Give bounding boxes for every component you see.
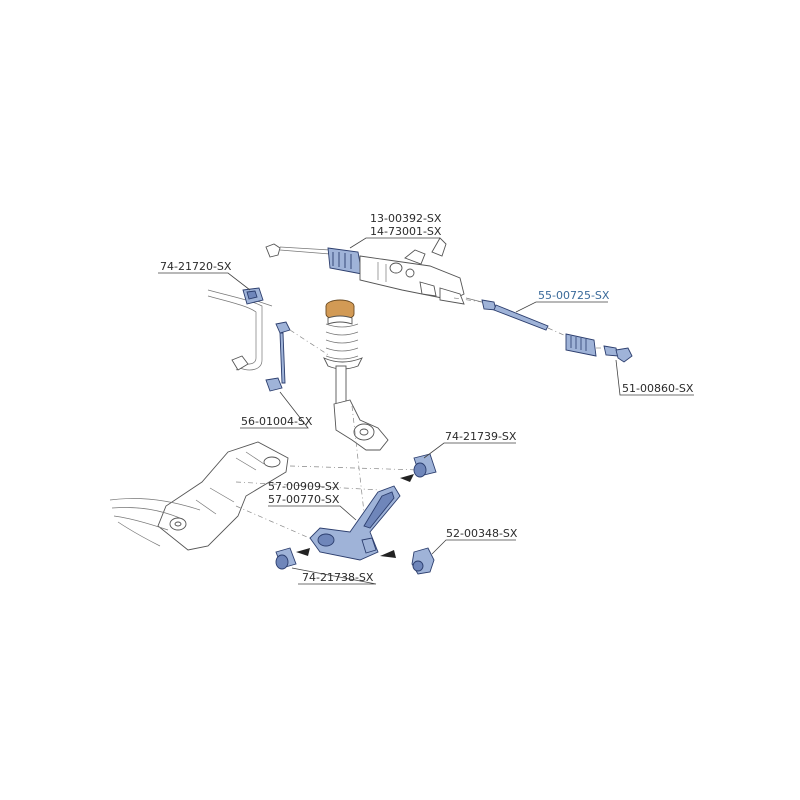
arm-bushing-rear [413,453,437,478]
leader-rack [349,237,440,249]
label-stab-bushing: 74-21720-SX [160,260,232,273]
arrow-rear-bushing [400,474,414,482]
label-front-bushing: 74-21738-SX [302,571,374,584]
label-control-arm-2: 57-00770-SX [268,493,340,506]
steering-rack [265,237,483,305]
lower-control-arm [309,485,401,561]
leader-tie-rod-inner [515,301,608,313]
steering-boot [565,333,597,357]
label-tie-rod-end: 51-00860-SX [622,382,694,395]
leader-control-arm [268,505,357,521]
inner-tie-rod [481,299,549,331]
stabilizer-bushing [242,287,264,305]
label-stab-link: 56-01004-SX [241,415,313,428]
label-rack-2: 14-73001-SX [370,225,442,238]
arm-bushing-front [275,547,297,570]
leader-ball-joint [431,539,516,555]
leader-tie-rod-end [615,359,694,396]
ball-joint [411,547,435,575]
leader-stab-bushing [158,272,251,291]
outer-tie-rod-end [603,345,633,363]
stabilizer-bar [207,289,273,371]
leader-stab-link [240,391,309,429]
strut-assembly [323,299,389,451]
label-control-arm-1: 57-00909-SX [268,480,340,493]
label-rear-bushing: 74-21739-SX [445,430,517,443]
arrow-front-bushing [296,548,310,556]
arrow-ball-joint [380,550,396,558]
subframe [109,441,289,551]
leader-rear-bushing [423,442,516,459]
label-ball-joint: 52-00348-SX [446,527,518,540]
stabilizer-link [265,321,291,392]
label-tie-rod-inner: 55-00725-SX [538,289,610,302]
leader-front-bushing [291,567,377,585]
label-rack-1: 13-00392-SX [370,212,442,225]
